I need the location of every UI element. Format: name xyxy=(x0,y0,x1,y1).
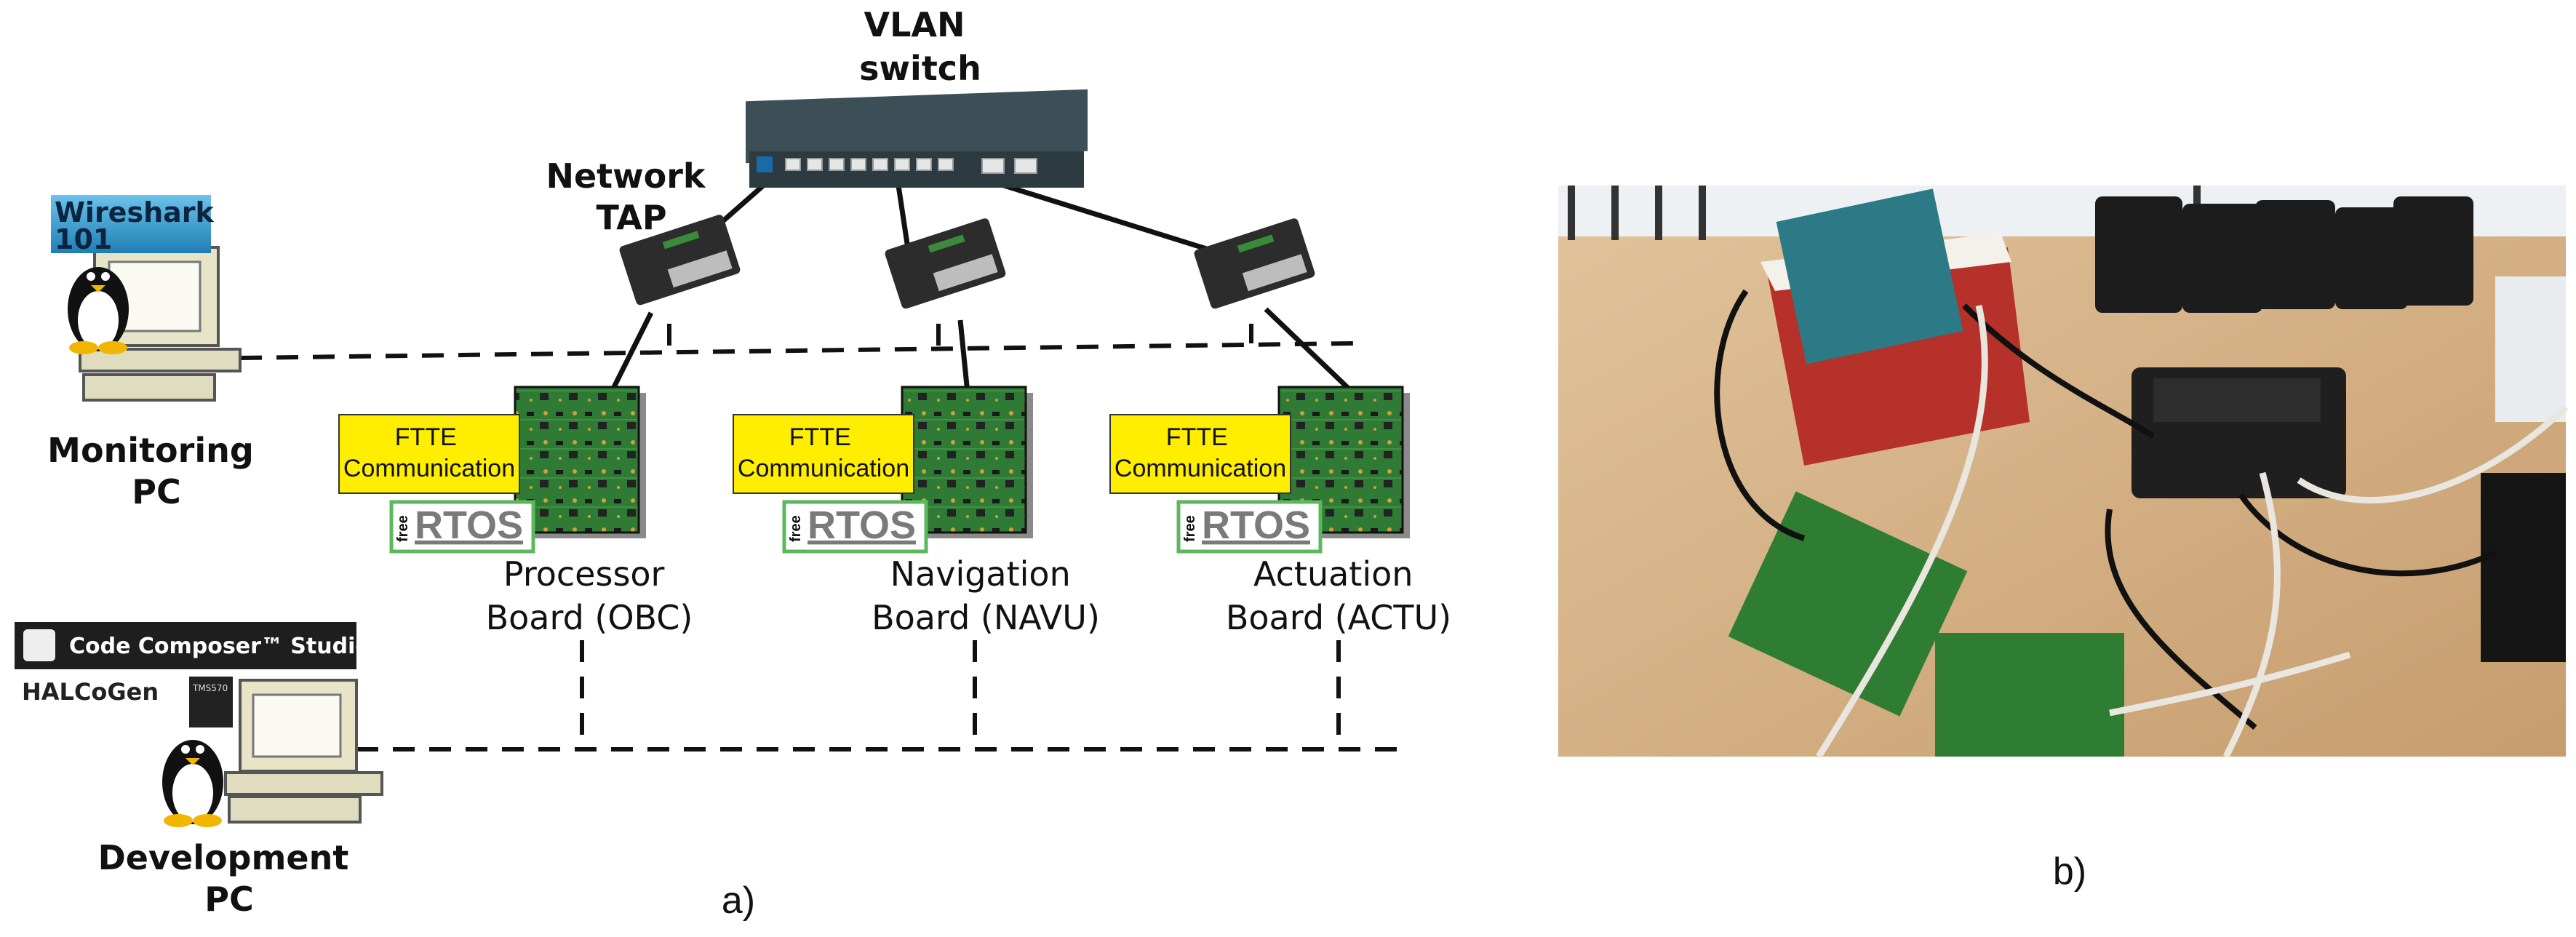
chip-label: TMS570 xyxy=(192,683,228,693)
development-pc: Code Composer™ Studio v7 HALCoGen TMS570 xyxy=(15,622,407,827)
caption-b: b) xyxy=(2053,850,2086,893)
vlan-switch-label: VLAN switch xyxy=(859,5,981,88)
monitoring-network-lines xyxy=(239,324,1354,360)
actuation-board-label: Actuation Board (ACTU) xyxy=(1226,554,1451,637)
linux-penguin-icon xyxy=(162,740,223,827)
freertos-rtos-label: RTOS xyxy=(808,503,916,547)
ftte-box xyxy=(733,414,914,494)
development-pc-label: Development PC xyxy=(98,838,361,919)
freertos-free-label: free xyxy=(1182,515,1198,542)
chip-icon xyxy=(189,677,233,727)
freertos-rtos-label: RTOS xyxy=(1202,503,1310,547)
ftte-box xyxy=(338,414,520,494)
network-tap-1 xyxy=(619,215,741,306)
ftte-label: FTTE Communication xyxy=(1114,423,1286,482)
network-tap-label: Network TAP xyxy=(546,156,717,237)
vlan-switch xyxy=(746,89,1088,188)
freertos-rtos-label: RTOS xyxy=(415,503,523,547)
panel-a: VLAN switch Network TAP xyxy=(15,5,1451,922)
freertos-free-label: free xyxy=(788,515,804,542)
actuation-board: FTTE Communication free RTOS xyxy=(1109,386,1410,554)
ftte-label: FTTE Communication xyxy=(738,423,909,482)
freertos-free-label: free xyxy=(395,515,411,542)
navigation-board: FTTE Communication free RTOS xyxy=(733,386,1033,554)
freertos-logo xyxy=(782,500,928,554)
network-tap-2 xyxy=(885,218,1006,309)
monitoring-pc: Wireshark 101 xyxy=(51,195,242,402)
wireshark-logo-text: Wireshark 101 xyxy=(55,196,223,255)
network-tap-3 xyxy=(1194,218,1315,309)
code-composer-banner xyxy=(15,622,356,669)
linux-penguin-icon xyxy=(68,267,129,354)
freertos-logo xyxy=(389,500,535,554)
caption-a: a) xyxy=(722,880,755,922)
halcogen-label: HALCoGen xyxy=(22,678,159,706)
freertos-logo xyxy=(1176,500,1323,554)
processor-board-label: Processor Board (OBC) xyxy=(486,554,693,637)
navigation-board-label: Navigation Board (NAVU) xyxy=(872,554,1100,637)
panel-b-photo: b) xyxy=(1558,186,2569,893)
processor-board: FTTE Communication free RTOS xyxy=(338,386,646,554)
ftte-box xyxy=(1109,414,1291,494)
wireshark-logo xyxy=(51,195,211,253)
monitoring-pc-label: Monitoring PC xyxy=(47,431,266,511)
cube-icon xyxy=(23,629,55,661)
code-composer-title: Code Composer™ Studio v7 xyxy=(69,634,407,659)
development-network-lines xyxy=(356,640,1400,751)
ftte-label: FTTE Communication xyxy=(343,423,515,482)
